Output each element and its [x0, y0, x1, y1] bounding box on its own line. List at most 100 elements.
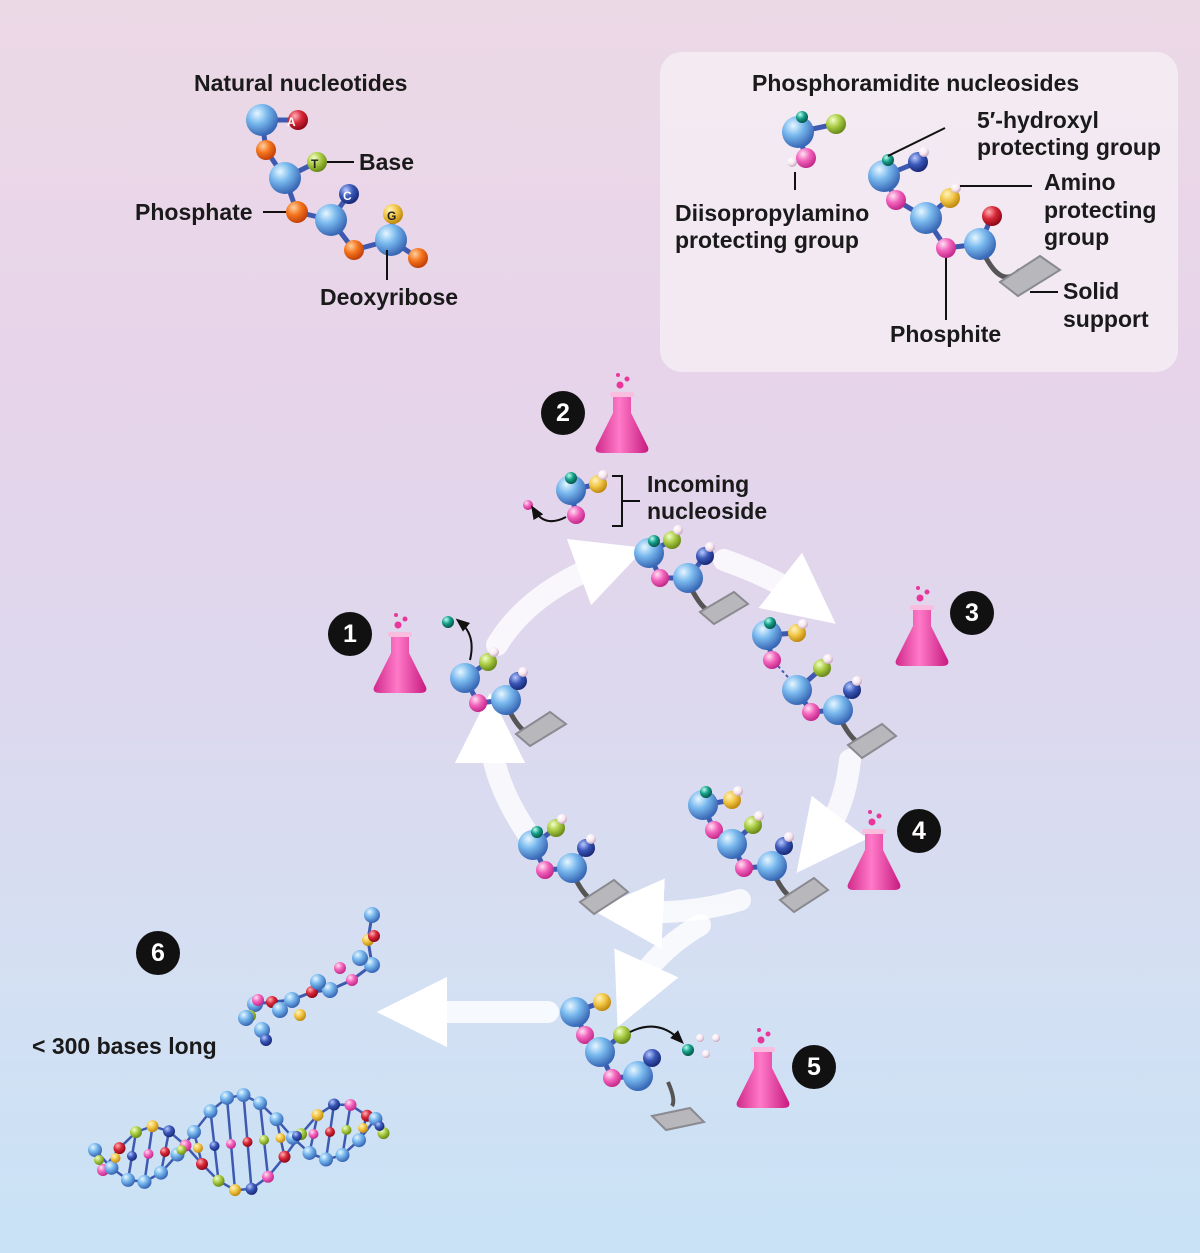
strand-bead — [272, 1002, 288, 1018]
helix-bead — [163, 1125, 175, 1138]
incoming-nucleoside — [523, 470, 640, 527]
helix-bead — [358, 1123, 368, 1133]
chain-step-3 — [752, 617, 898, 760]
phosphate-label: Phosphate — [135, 199, 253, 225]
helix-bead — [209, 1141, 220, 1151]
base-g-label: G — [387, 209, 397, 223]
amino-label-line1: Amino — [1044, 169, 1116, 195]
helix-bead — [262, 1170, 274, 1183]
base-c-icon — [339, 184, 359, 204]
helix-bead — [137, 1174, 152, 1189]
incoming-label-line2: nucleoside — [647, 498, 768, 524]
flask-icon-step-2 — [595, 373, 649, 453]
flask-icon-step-1 — [373, 613, 427, 693]
helix-bead — [236, 1088, 251, 1103]
helix-bead — [146, 1120, 159, 1133]
strand-bead — [322, 982, 338, 998]
flask-icon-step-4 — [847, 810, 901, 890]
flask-icon-step-5 — [736, 1028, 790, 1108]
helix-bead — [226, 1139, 236, 1149]
natural-nucleotide-chain — [246, 104, 428, 280]
base-c-label: C — [343, 189, 352, 203]
helix-bead — [374, 1121, 385, 1131]
helix-bead — [344, 1098, 357, 1111]
cycle-arrows — [376, 539, 868, 1048]
strand-bead — [368, 930, 380, 942]
strand-bead — [238, 1010, 254, 1026]
cycle-arrow-to-5 — [614, 914, 711, 1028]
helix-bead — [352, 1133, 366, 1148]
strand-bead — [252, 994, 264, 1006]
base-t-icon — [307, 152, 327, 172]
helix-bead — [341, 1125, 352, 1135]
helix-bead — [196, 1157, 208, 1170]
helix-bead — [328, 1098, 340, 1111]
helix-bead — [292, 1131, 302, 1141]
diisopropylamino-label-line1: Diisopropylamino — [675, 200, 870, 226]
solid-support-icon — [998, 254, 1062, 298]
cycle-arrow-2-to-3 — [713, 549, 836, 624]
base-a-icon — [288, 110, 308, 130]
base-label: Base — [359, 149, 414, 175]
strand-bead — [310, 974, 326, 990]
solid-support-label-line2: support — [1063, 306, 1149, 332]
step-badge-1: 1 — [328, 612, 372, 656]
length-label: < 300 bases long — [32, 1033, 217, 1059]
helix-bead — [275, 1133, 286, 1143]
diisopropylamino-label-line2: protecting group — [675, 227, 859, 253]
cycle-arrow-1-to-2 — [486, 539, 646, 656]
strand-bead — [352, 950, 368, 966]
flask-icon-step-3 — [895, 586, 949, 666]
phosphite-label: Phosphite — [890, 321, 1002, 347]
helix-bead — [308, 1129, 319, 1139]
base-g-icon — [383, 204, 403, 224]
strand-bead — [294, 1009, 306, 1021]
cycle-arrow-back-to-1 — [454, 692, 543, 851]
helix-bead — [242, 1137, 253, 1147]
cycle-arrow-3-to-4 — [796, 749, 868, 873]
phosphoramidite-title: Phosphoramidite nucleosides — [752, 70, 1080, 96]
long-single-strand-dna — [238, 907, 380, 1046]
helix-bead — [319, 1152, 333, 1167]
helix-bead — [104, 1160, 119, 1175]
helix-bead — [187, 1125, 201, 1140]
chain-step-2 — [634, 525, 750, 626]
helix-bead — [220, 1090, 234, 1105]
solid-support-label-line1: Solid — [1063, 278, 1120, 304]
helix-bead — [154, 1165, 168, 1180]
helix-bead — [245, 1182, 258, 1195]
helix-bead — [130, 1126, 142, 1139]
helix-bead — [203, 1104, 218, 1119]
step-badge-2: 2 — [541, 391, 585, 435]
helix-bead — [325, 1127, 335, 1137]
helix-bead — [253, 1096, 267, 1111]
helix-bead — [94, 1155, 104, 1165]
strand-bead — [346, 974, 358, 986]
strand-bead — [334, 962, 346, 974]
step-badge-6: 6 — [136, 931, 180, 975]
step-badge-3: 3 — [950, 591, 994, 635]
strand-bead — [364, 907, 380, 923]
step-badge-5: 5 — [792, 1045, 836, 1089]
strand-bead — [260, 1034, 272, 1046]
helix-bead — [212, 1174, 225, 1187]
helix-bead — [113, 1142, 126, 1155]
helix-bead — [193, 1143, 203, 1153]
helix-bead — [127, 1151, 137, 1161]
helix-bead — [110, 1153, 121, 1163]
helix-bead — [259, 1135, 269, 1145]
chain-step-5 — [560, 993, 720, 1132]
helix-bead — [143, 1149, 154, 1159]
chain-step-4-output — [518, 814, 630, 916]
incoming-label-line1: Incoming — [647, 471, 750, 497]
deoxyribose-label: Deoxyribose — [320, 284, 459, 310]
helix-bead — [176, 1145, 187, 1155]
hydroxyl-label-line2: protecting group — [977, 134, 1161, 160]
helix-bead — [229, 1184, 241, 1197]
helix-bead — [278, 1150, 291, 1163]
amino-label-line3: group — [1044, 224, 1110, 250]
helix-bead — [335, 1148, 350, 1163]
helix-bead — [269, 1112, 284, 1127]
step-badge-4: 4 — [897, 809, 941, 853]
